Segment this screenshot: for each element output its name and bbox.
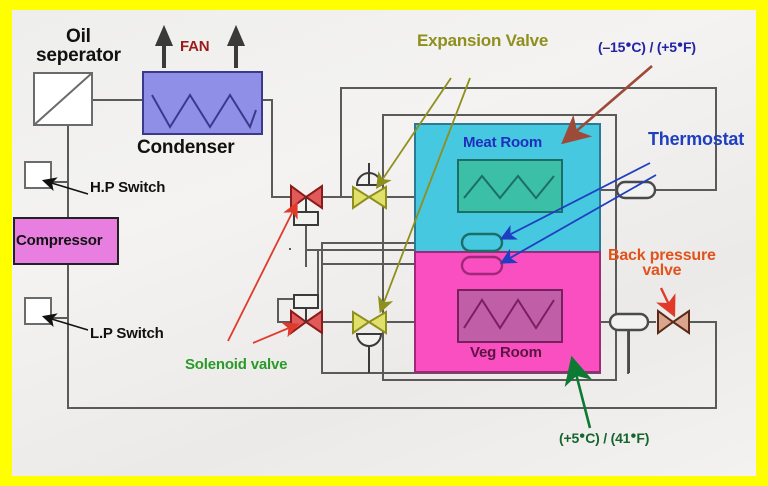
thermostat-veg-room[interactable] [460, 255, 504, 276]
leader-thermostat-meat [499, 162, 651, 240]
fan-arrows [154, 24, 246, 68]
leader-thermostat-veg [499, 174, 657, 264]
leader-back-pressure-valve [655, 287, 676, 318]
expansion-valve-upper[interactable] [352, 163, 387, 210]
leader-expansion-valve-upper [375, 77, 452, 189]
thermostat-meat-room[interactable] [460, 232, 504, 253]
back-pressure-valve[interactable] [657, 309, 690, 335]
pipe-lower-trunk [290, 249, 319, 300]
leader-veg-room-temp [564, 355, 593, 429]
solenoid-upper-coil [293, 211, 319, 226]
condenser-label: Condenser [137, 137, 235, 158]
leader-expansion-valve-lower [377, 77, 471, 314]
leader-lp-switch [41, 313, 89, 331]
compressor-label: Compressor [16, 232, 103, 249]
hp-switch-label: H.P Switch [90, 179, 166, 196]
lp-switch[interactable] [24, 297, 52, 325]
lp-switch-label: L.P Switch [90, 325, 164, 342]
back-pressure-label-line2: valve [642, 262, 682, 280]
meat-temp-prefix: (–15 [598, 39, 626, 55]
meat-temp-unit2: F) [683, 39, 696, 55]
veg-room[interactable] [414, 251, 601, 373]
veg-temp-unit1: C) / (41 [585, 430, 631, 446]
degree-icon-3: ● [579, 429, 586, 442]
degree-icon-4: ● [630, 429, 637, 442]
meat-room[interactable] [414, 123, 601, 253]
expansion-valve-label: Expansion Valve [417, 31, 549, 50]
solenoid-valve-lower[interactable] [290, 294, 323, 335]
degree-icon-2: ● [676, 38, 684, 51]
veg-evaporator-coil [463, 298, 555, 330]
meat-room-label: Meat Room [463, 134, 543, 151]
line-device-upper-right[interactable] [615, 180, 657, 200]
veg-room-evaporator [457, 289, 563, 343]
meat-temp-unit1: C) / (+5 [631, 39, 677, 55]
rooms-outer-frame [382, 114, 617, 381]
veg-room-label: Veg Room [470, 344, 542, 361]
degree-icon-1: ● [625, 38, 632, 51]
oil-separator-label: Oil seperator [36, 26, 121, 66]
back-pressure-valve-label: Back pressure valve [608, 247, 716, 280]
expansion-valve-lower[interactable] [352, 310, 387, 373]
oil-separator-label-line2: seperator [36, 44, 121, 66]
solenoid-valve-upper[interactable] [290, 184, 323, 226]
meat-room-temp-label: (–15●C) / (+5●F) [598, 38, 696, 55]
line-device-lower-right[interactable] [608, 312, 650, 373]
veg-temp-prefix: (+5 [559, 430, 580, 446]
leader-hp-switch [41, 177, 89, 195]
solenoid-valve-label: Solenoid valve [185, 356, 288, 373]
pipe-lower-valve-feed [277, 298, 292, 323]
leader-meat-room-temp [561, 65, 653, 145]
compressor[interactable] [13, 217, 119, 265]
leader-solenoid-upper [227, 201, 298, 342]
condenser[interactable] [142, 71, 263, 135]
oil-separator[interactable] [33, 72, 93, 126]
hp-switch[interactable] [24, 161, 52, 189]
solenoid-lower-coil [293, 294, 319, 309]
meat-evaporator-coil [463, 174, 555, 200]
pipe-meat-left-out [321, 242, 416, 267]
back-pressure-label-line1: Back pressure [608, 247, 716, 264]
veg-temp-unit2: F) [636, 430, 650, 446]
oil-separator-label-line1: Oil [66, 26, 91, 47]
leader-solenoid-lower [252, 322, 300, 344]
expansion-lower-dome [355, 333, 383, 347]
veg-room-temp-label: (+5●C) / (41●F) [559, 429, 650, 446]
thermostat-label: Thermostat [648, 129, 745, 149]
fan-label: FAN [180, 38, 210, 55]
pipe-meat-top-header [340, 87, 717, 198]
